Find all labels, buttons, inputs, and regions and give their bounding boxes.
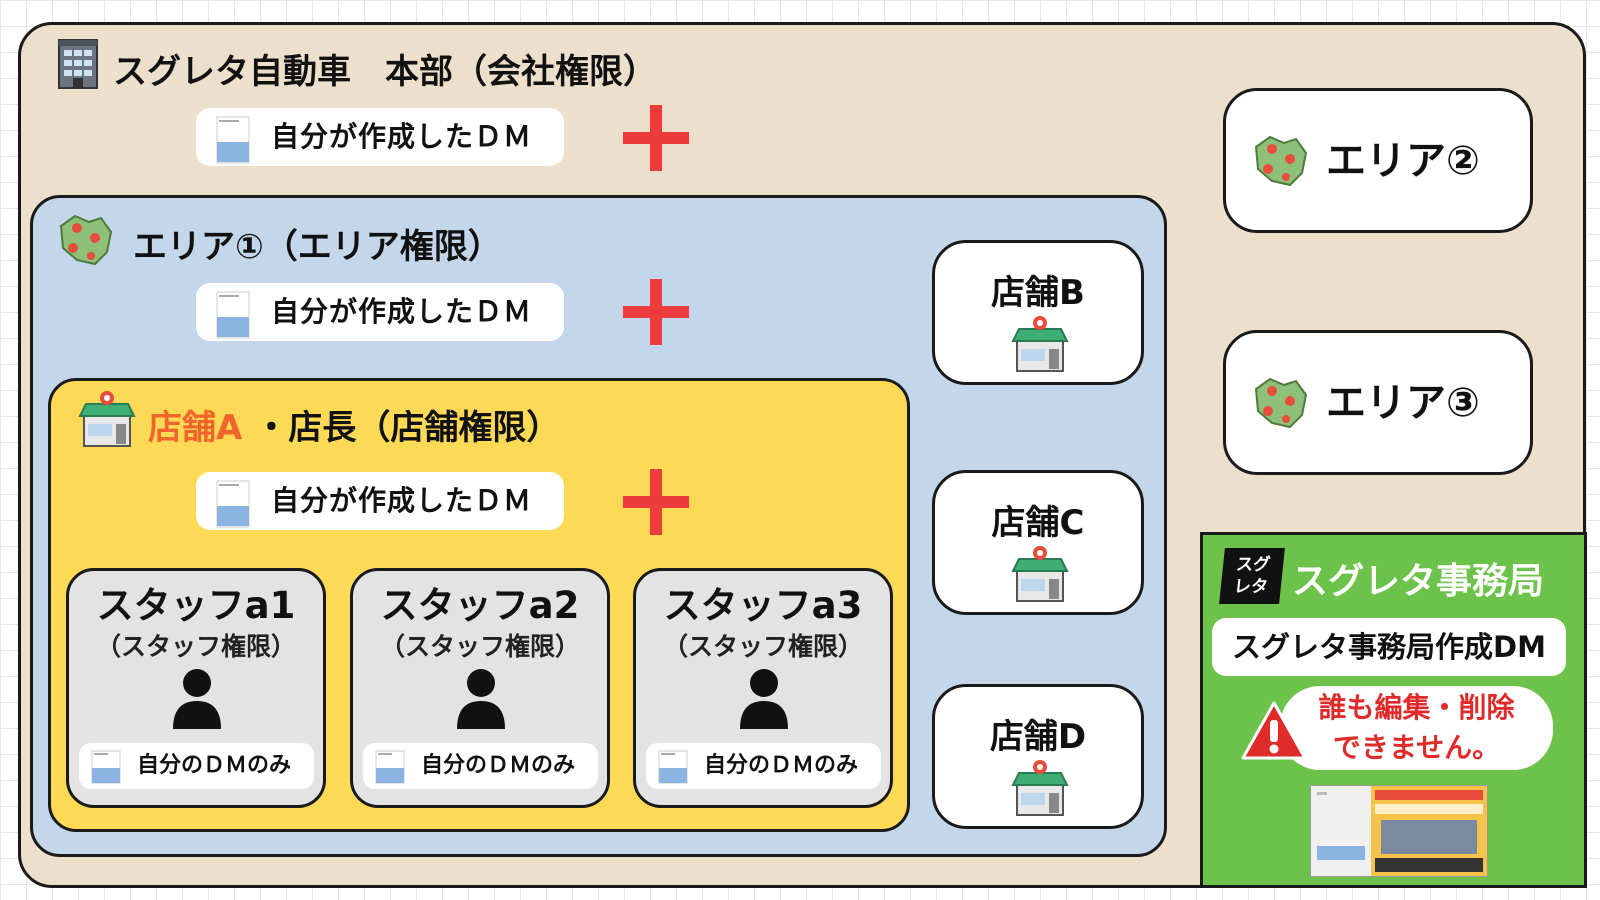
office-logo-text: スグレタ bbox=[1232, 555, 1272, 597]
store-icon bbox=[1011, 545, 1069, 609]
area3-box: エリア③ bbox=[1223, 330, 1533, 475]
staff-name: スタッフa3 bbox=[663, 584, 863, 627]
document-icon bbox=[216, 116, 250, 168]
plus-icon bbox=[623, 105, 689, 171]
area1-dm-label: 自分が作成したＤＭ bbox=[271, 295, 533, 328]
hq-dm-pill: 自分が作成したＤＭ bbox=[196, 108, 564, 166]
area-label: エリア② bbox=[1326, 138, 1480, 184]
staff-dm-label: 自分のＤＭのみ bbox=[137, 753, 292, 778]
staff-role: （スタッフ権限） bbox=[95, 632, 296, 661]
area2-box: エリア② bbox=[1223, 88, 1533, 233]
plus-icon bbox=[623, 469, 689, 535]
headquarters-title: スグレタ自動車 本部（会社権限） bbox=[55, 38, 657, 99]
office-logo: スグレタ bbox=[1219, 548, 1285, 604]
area1-title-text: エリア①（エリア権限） bbox=[133, 227, 502, 267]
map-icon bbox=[55, 208, 117, 279]
store-b-box: 店舗B bbox=[932, 240, 1144, 385]
person-icon bbox=[455, 667, 507, 733]
office-title: スグレタ事務局 bbox=[1292, 561, 1545, 602]
map-icon bbox=[1250, 129, 1312, 195]
staff-name: スタッフa1 bbox=[96, 584, 296, 627]
document-icon bbox=[216, 291, 250, 343]
building-icon bbox=[55, 38, 101, 99]
store-a-name: 店舗A bbox=[148, 408, 243, 448]
document-icon bbox=[658, 750, 688, 788]
staff-dm-label: 自分のＤＭのみ bbox=[704, 753, 859, 778]
dm-thumbnail bbox=[1310, 785, 1488, 877]
person-icon bbox=[738, 667, 790, 733]
document-icon bbox=[91, 750, 121, 788]
staff-dm-pill: 自分のＤＭのみ bbox=[646, 743, 881, 789]
store-d-box: 店舗D bbox=[932, 684, 1144, 829]
staff-dm-pill: 自分のＤＭのみ bbox=[79, 743, 314, 789]
staff-dm-label: 自分のＤＭのみ bbox=[421, 753, 576, 778]
store-a-dm-pill: 自分が作成したＤＭ bbox=[196, 472, 564, 530]
store-label: 店舗B bbox=[991, 273, 1085, 313]
hq-dm-label: 自分が作成したＤＭ bbox=[271, 120, 533, 153]
area-label: エリア③ bbox=[1326, 380, 1480, 426]
office-dm-label: スグレタ事務局作成DM bbox=[1212, 618, 1566, 676]
staff-card-a1: スタッフa1 （スタッフ権限） 自分のＤＭのみ bbox=[66, 568, 326, 808]
warning-icon bbox=[1241, 701, 1307, 760]
warning-line-1: 誰も編集・削除 bbox=[1318, 691, 1515, 724]
store-icon bbox=[78, 390, 136, 459]
staff-name: スタッフa2 bbox=[380, 584, 580, 627]
area1-dm-pill: 自分が作成したＤＭ bbox=[196, 283, 564, 341]
staff-role: （スタッフ権限） bbox=[662, 632, 863, 661]
store-a-title: 店舗A ・店長（店舗権限） bbox=[78, 390, 560, 459]
staff-role: （スタッフ権限） bbox=[379, 632, 580, 661]
headquarters-title-text: スグレタ自動車 本部（会社権限） bbox=[113, 52, 657, 92]
store-label: 店舗C bbox=[991, 503, 1085, 543]
store-label: 店舗D bbox=[989, 717, 1087, 757]
store-c-box: 店舗C bbox=[932, 470, 1144, 615]
staff-card-a3: スタッフa3 （スタッフ権限） 自分のＤＭのみ bbox=[633, 568, 893, 808]
document-icon bbox=[216, 480, 250, 532]
store-a-dm-label: 自分が作成したＤＭ bbox=[271, 484, 533, 517]
document-icon bbox=[375, 750, 405, 788]
area1-title: エリア①（エリア権限） bbox=[55, 208, 502, 279]
warning-bubble: 誰も編集・削除 できません。 bbox=[1280, 686, 1553, 770]
plus-icon bbox=[623, 279, 689, 345]
staff-dm-pill: 自分のＤＭのみ bbox=[363, 743, 598, 789]
store-a-role: ・店長（店舗権限） bbox=[254, 408, 561, 448]
map-icon bbox=[1250, 371, 1312, 437]
store-icon bbox=[1011, 315, 1069, 379]
person-icon bbox=[171, 667, 223, 733]
store-icon bbox=[1011, 759, 1069, 823]
warning-line-2: できません。 bbox=[1332, 731, 1501, 764]
staff-card-a2: スタッフa2 （スタッフ権限） 自分のＤＭのみ bbox=[350, 568, 610, 808]
